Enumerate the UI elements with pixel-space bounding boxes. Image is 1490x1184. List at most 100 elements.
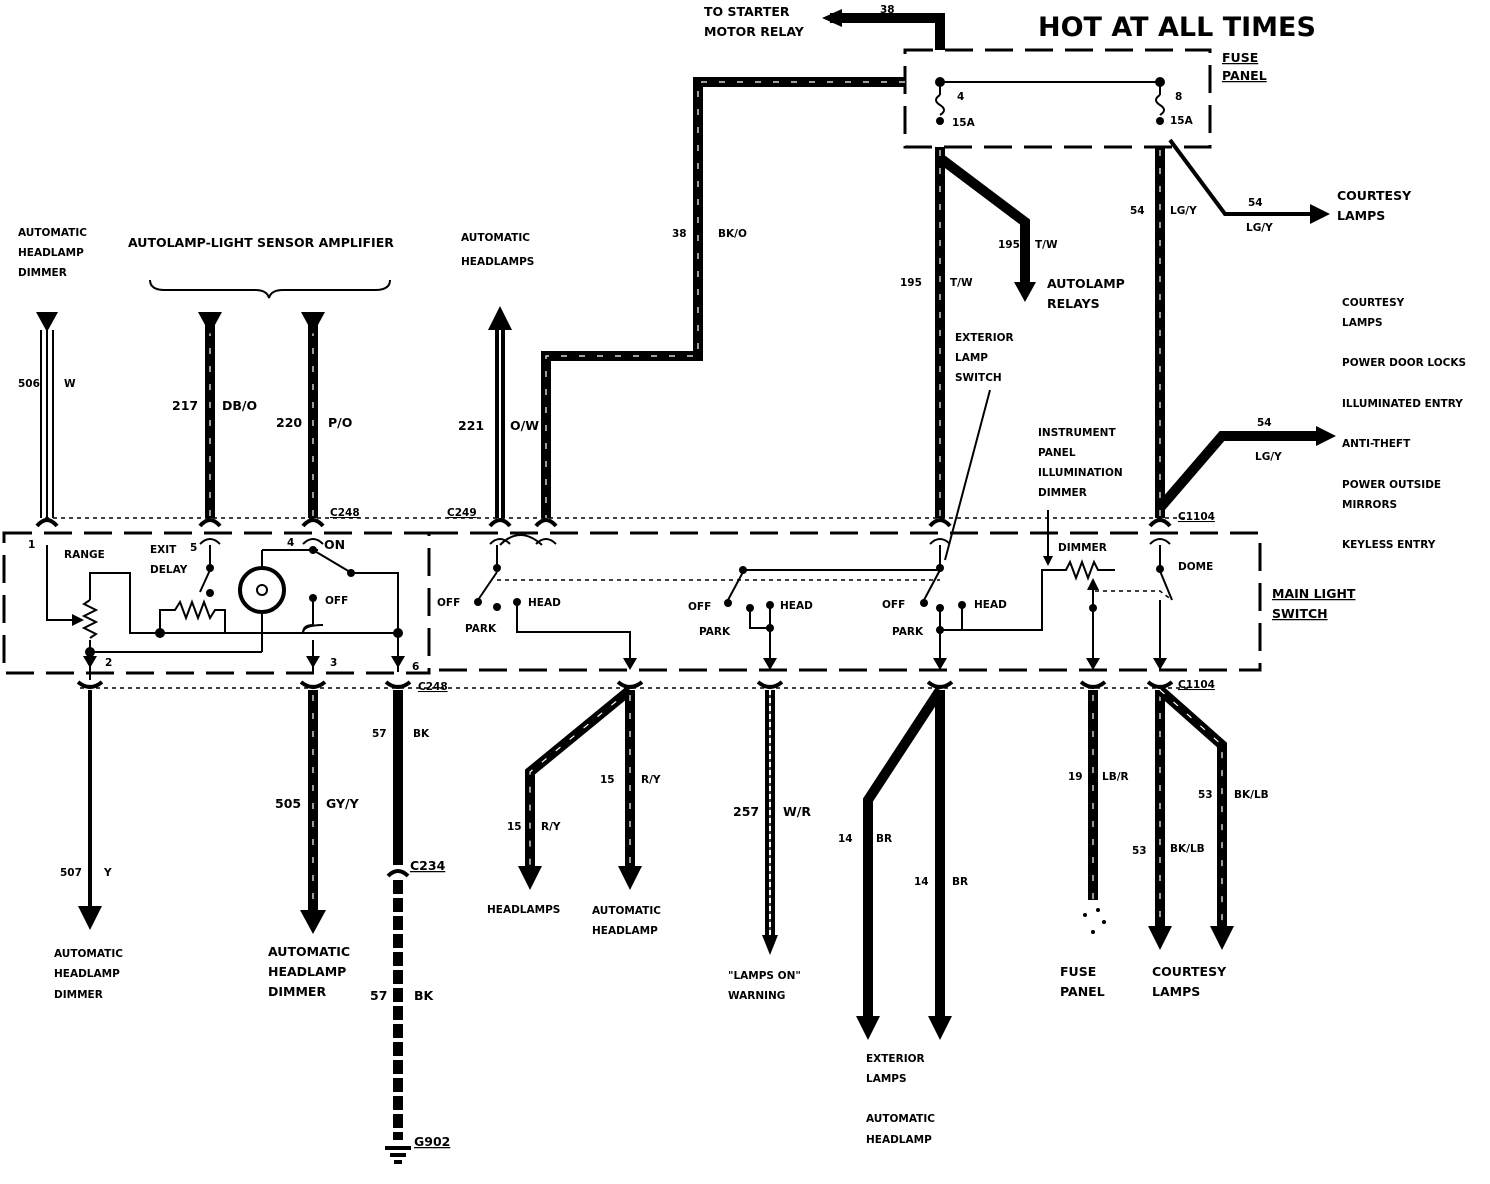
right-list-item: COURTESY [1342, 297, 1405, 309]
exterior-label-3: AUTOMATIC [866, 1113, 935, 1125]
pin-6: 6 [412, 661, 419, 673]
wire-54-c-color: LG/Y [1255, 451, 1282, 463]
ext-switch-label: EXTERIOR [955, 332, 1014, 344]
exit-delay-label: EXIT [150, 544, 177, 556]
right-list-item: KEYLESS ENTRY [1342, 539, 1436, 551]
wire-54-courtesy [1168, 138, 1310, 216]
wire-53-b-color: BK/LB [1234, 789, 1269, 801]
switch-c-park: PARK [892, 626, 924, 638]
bottom-dimmer-2-label-2: HEADLAMP [268, 964, 346, 979]
wire-38-starter [830, 13, 945, 50]
main-switch-internals [474, 389, 1173, 670]
wire-54-a-circuit: 54 [1130, 205, 1145, 217]
wire-14-b-circuit: 14 [914, 876, 929, 888]
wire-221-color: O/W [510, 418, 539, 433]
fuse-8-number: 8 [1175, 91, 1182, 103]
ipid-label-3: ILLUMINATION [1038, 467, 1123, 479]
wire-221-circuit: 221 [458, 418, 484, 433]
wire-195-a-color: T/W [950, 277, 973, 289]
ipid-label-4: DIMMER [1038, 487, 1087, 499]
on-label: ON [324, 537, 345, 552]
wire-257-circuit: 257 [733, 804, 759, 819]
wire-38-top-circuit: 38 [880, 4, 895, 16]
switch-c-head: HEAD [974, 599, 1007, 611]
wire-54-b-color: LG/Y [1246, 222, 1273, 234]
right-list-item: LAMPS [1342, 317, 1383, 329]
wire-57-b-circuit: 57 [370, 988, 387, 1003]
pin-1: 1 [28, 539, 35, 551]
pin-3: 3 [330, 657, 337, 669]
wire-506-circuit: 506 [18, 378, 40, 390]
exterior-label-4: HEADLAMP [866, 1134, 932, 1146]
fuse-bottom-label-2: PANEL [1060, 984, 1105, 999]
fuse-panel-box [903, 48, 1212, 149]
fuse-panel-label: FUSE [1222, 50, 1258, 65]
wire-57-a-circuit: 57 [372, 728, 387, 740]
c1104-top-label: C1104 [1178, 511, 1215, 523]
lamps-on-label-2: WARNING [728, 990, 785, 1002]
autolamp-relays-label: AUTOLAMP [1047, 276, 1125, 291]
fuse-panel-label-2: PANEL [1222, 68, 1267, 83]
wire-53-a-circuit: 53 [1132, 845, 1147, 857]
wire-14-b-color: BR [952, 876, 968, 888]
amplifier-brace [149, 279, 391, 299]
wire-505-circuit: 505 [275, 796, 301, 811]
exterior-label-2: LAMPS [866, 1073, 907, 1085]
ext-switch-label-3: SWITCH [955, 372, 1002, 384]
fuse-bottom-label: FUSE [1060, 964, 1096, 979]
wire-217-color: DB/O [222, 398, 257, 413]
headlamps-label: HEADLAMPS [487, 904, 560, 916]
c234-label: C234 [410, 858, 446, 873]
c1104-bottom-label: C1104 [1178, 679, 1215, 691]
switch-b-off: OFF [688, 601, 711, 613]
fuse-8-rating: 15A [1170, 115, 1194, 127]
auto-headlamp-label-2: HEADLAMP [592, 925, 658, 937]
right-list-item: ANTI-THEFT [1342, 438, 1411, 450]
dimmer-top-label-3: DIMMER [18, 267, 67, 279]
wire-38-color: BK/O [718, 228, 747, 240]
wire-57-b-color: BK [414, 988, 435, 1003]
amplifier-internals [46, 545, 403, 680]
wire-14-a [863, 687, 945, 1020]
arrow-starter [822, 9, 842, 27]
switch-b-park: PARK [699, 626, 731, 638]
pin-4: 4 [287, 537, 294, 549]
wire-38-bko [541, 77, 905, 518]
page-title: HOT AT ALL TIMES [1038, 12, 1316, 43]
courtesy-label-2: LAMPS [1337, 208, 1385, 223]
ground-symbol [385, 1146, 411, 1164]
ipid-label-2: PANEL [1038, 447, 1076, 459]
bottom-dimmer-1-label: AUTOMATIC [54, 948, 123, 960]
off-label: OFF [325, 595, 348, 607]
bottom-dimmer-1-label-3: DIMMER [54, 989, 103, 1001]
bottom-dimmer-2-label: AUTOMATIC [268, 944, 350, 959]
splice-mark [1083, 908, 1106, 934]
wire-15-a [525, 686, 634, 870]
autolamp-relays-label-2: RELAYS [1047, 296, 1100, 311]
wire-38-circuit: 38 [672, 228, 687, 240]
switch-c-off: OFF [882, 599, 905, 611]
amplifier-label: AUTOLAMP-LIGHT SENSOR AMPLIFIER [128, 235, 394, 250]
wire-15-b-color: R/Y [641, 774, 661, 786]
ext-switch-label-2: LAMP [955, 352, 988, 364]
wire-19-color: LB/R [1102, 771, 1129, 783]
main-light-switch-box [430, 531, 1262, 672]
pin-5: 5 [190, 542, 197, 554]
bottom-dimmer-1-label-2: HEADLAMP [54, 968, 120, 980]
wire-195-a-circuit: 195 [900, 277, 922, 289]
range-label: RANGE [64, 549, 105, 561]
fuse-8-symbol [1155, 94, 1165, 116]
fuse-4-symbol [935, 94, 945, 116]
c249-label: C249 [447, 507, 477, 519]
wire-53-b-circuit: 53 [1198, 789, 1213, 801]
wire-506-color: W [64, 378, 76, 390]
auto-headlamps-label: AUTOMATIC [461, 232, 530, 244]
main-switch-label: MAIN LIGHT [1272, 586, 1356, 601]
wire-220-circuit: 220 [276, 415, 302, 430]
connector-pins-top [35, 518, 1172, 545]
wire-195-relays [936, 154, 1030, 282]
connector-pins-bottom [76, 656, 1174, 689]
auto-headlamps-label-2: HEADLAMPS [461, 256, 534, 268]
fuse-4-rating: 15A [952, 117, 976, 129]
amplifier-box [2, 531, 431, 675]
